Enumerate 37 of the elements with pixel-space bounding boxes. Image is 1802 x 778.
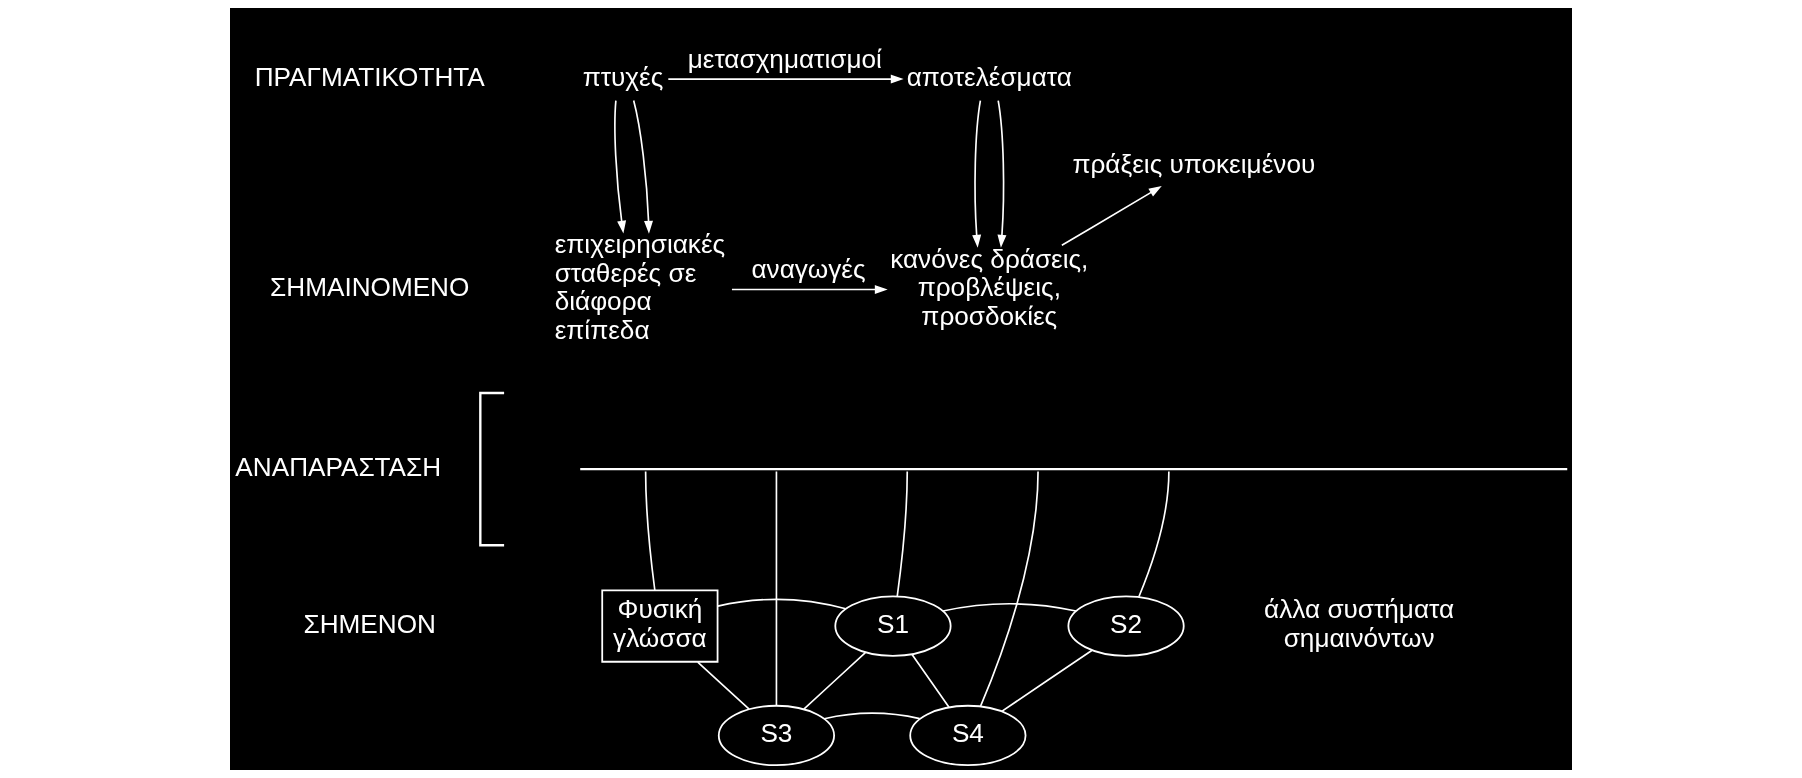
connector [803, 651, 867, 710]
connector [644, 470, 656, 592]
node-text: πράξεις υποκειμένου [1072, 148, 1316, 179]
node-ellipse: S4 [909, 704, 1027, 767]
node-ellipse: S1 [834, 595, 952, 657]
connector [1000, 649, 1093, 713]
node-ellipse: S2 [1067, 595, 1185, 657]
arrow [632, 99, 654, 234]
arrow [667, 74, 904, 84]
node-line [580, 467, 1568, 471]
label: ΑΝΑΠΑΡΑΣΤΑΣΗ [235, 451, 442, 482]
connector [942, 602, 1077, 612]
arrow [997, 99, 1007, 248]
node-text: κανόνες δράσεις, προβλέψεις, προσδοκίες [890, 243, 1089, 331]
node-box: Φυσική γλώσσα [601, 589, 719, 663]
node-text: πτυχές [582, 61, 664, 92]
label: ΣΗΜΕΝΟΝ [303, 608, 436, 639]
arrow [614, 99, 627, 234]
connector [775, 470, 778, 707]
label: άλλα συστήματα σημαινόντων [1264, 594, 1455, 654]
connector [911, 653, 950, 709]
node-text: αποτελέσματα [906, 61, 1072, 92]
label: ΠΡΑΓΜΑΤΙΚΟΤΗΤΑ [254, 61, 485, 92]
node-text: επιχειρησιακές σταθερές σε διάφορα επίπεδα [554, 229, 726, 346]
connector [1138, 470, 1170, 598]
arrow [731, 285, 888, 295]
label: ΣΗΜΑΙΝΟΜΕΝΟ [270, 272, 470, 303]
connector [696, 661, 750, 711]
connector [716, 598, 847, 610]
edge-label: αναγωγές [751, 254, 866, 285]
connector [979, 470, 1039, 707]
arrow [1061, 186, 1162, 247]
connector [896, 470, 909, 597]
node-ellipse: S3 [717, 704, 835, 767]
arrow [972, 99, 982, 248]
edge-label: μετασχηματισμοί [687, 43, 882, 74]
connector [823, 712, 921, 720]
